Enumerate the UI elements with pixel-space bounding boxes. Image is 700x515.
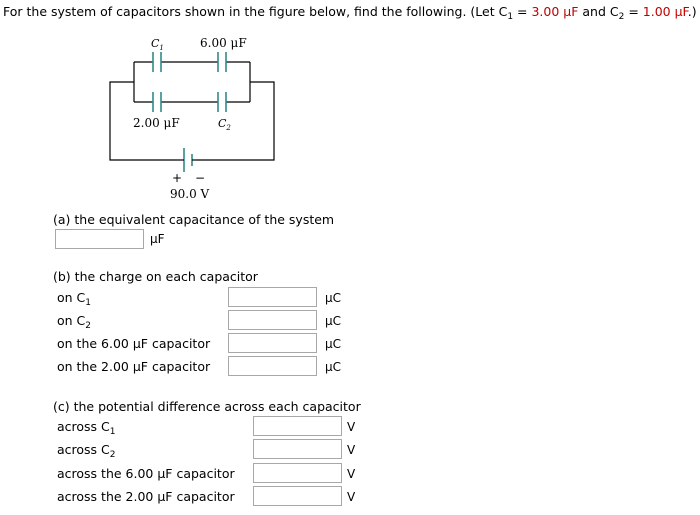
capacitor-c1 — [152, 52, 162, 72]
voltage-2uF-input[interactable] — [253, 486, 342, 506]
battery-voltage-label: 90.0 V — [170, 187, 210, 201]
charge-c2-label: on C2 — [57, 313, 92, 331]
part-a-prompt: (a) the equivalent capacitance of the sy… — [53, 212, 335, 227]
label-c2: C2 — [218, 117, 231, 132]
battery — [183, 148, 193, 172]
capacitor-6uF — [217, 52, 227, 72]
label-2uF: 2.00 μF — [133, 116, 180, 130]
c2-given-value: 1.00 μF — [642, 4, 688, 19]
part-a-unit: μF — [150, 232, 165, 246]
part-b-prompt: (b) the charge on each capacitor — [53, 269, 258, 284]
charge-6uF-unit: μC — [325, 337, 342, 351]
charge-2uF-label: on the 2.00 μF capacitor — [57, 359, 211, 374]
charge-c1-unit: μC — [325, 291, 342, 305]
part-c-prompt: (c) the potential difference across each… — [53, 399, 361, 414]
voltage-c2-input[interactable] — [253, 439, 342, 459]
battery-minus-sign: − — [195, 171, 205, 185]
charge-c2-input[interactable] — [228, 310, 317, 330]
voltage-c1-label: across C1 — [57, 419, 116, 437]
problem-statement: For the system of capacitors shown in th… — [3, 4, 697, 22]
c1-symbol: C1 — [498, 4, 514, 22]
battery-plus-sign: + — [172, 171, 182, 185]
capacitor-2uF — [152, 92, 162, 112]
voltage-c2-label: across C2 — [57, 442, 116, 460]
equivalent-capacitance-input[interactable] — [55, 229, 144, 249]
label-c1: C1 — [151, 37, 164, 52]
intro-text: For the system of capacitors shown in th… — [3, 4, 499, 19]
charge-6uF-input[interactable] — [228, 333, 317, 353]
charge-c1-label: on C1 — [57, 290, 92, 308]
charge-2uF-unit: μC — [325, 360, 342, 374]
voltage-6uF-label: across the 6.00 μF capacitor — [57, 466, 235, 481]
voltage-6uF-input[interactable] — [253, 463, 342, 483]
voltage-2uF-unit: V — [347, 490, 356, 504]
label-6uF: 6.00 μF — [200, 36, 247, 50]
capacitor-c2 — [217, 92, 227, 112]
charge-c1-input[interactable] — [228, 287, 317, 307]
c2-symbol: C2 — [609, 4, 625, 22]
circuit-wires — [109, 61, 275, 161]
voltage-2uF-label: across the 2.00 μF capacitor — [57, 489, 235, 504]
charge-6uF-label: on the 6.00 μF capacitor — [57, 336, 211, 351]
voltage-c2-unit: V — [347, 443, 356, 457]
capacitor-circuit-diagram: C1 6.00 μF 2.00 μF C2 + − 90.0 V — [109, 36, 275, 201]
c1-given-value: 3.00 μF — [531, 4, 579, 19]
voltage-c1-unit: V — [347, 420, 356, 434]
charge-2uF-input[interactable] — [228, 356, 317, 376]
voltage-6uF-unit: V — [347, 467, 356, 481]
charge-c2-unit: μC — [325, 314, 342, 328]
voltage-c1-input[interactable] — [253, 416, 342, 436]
